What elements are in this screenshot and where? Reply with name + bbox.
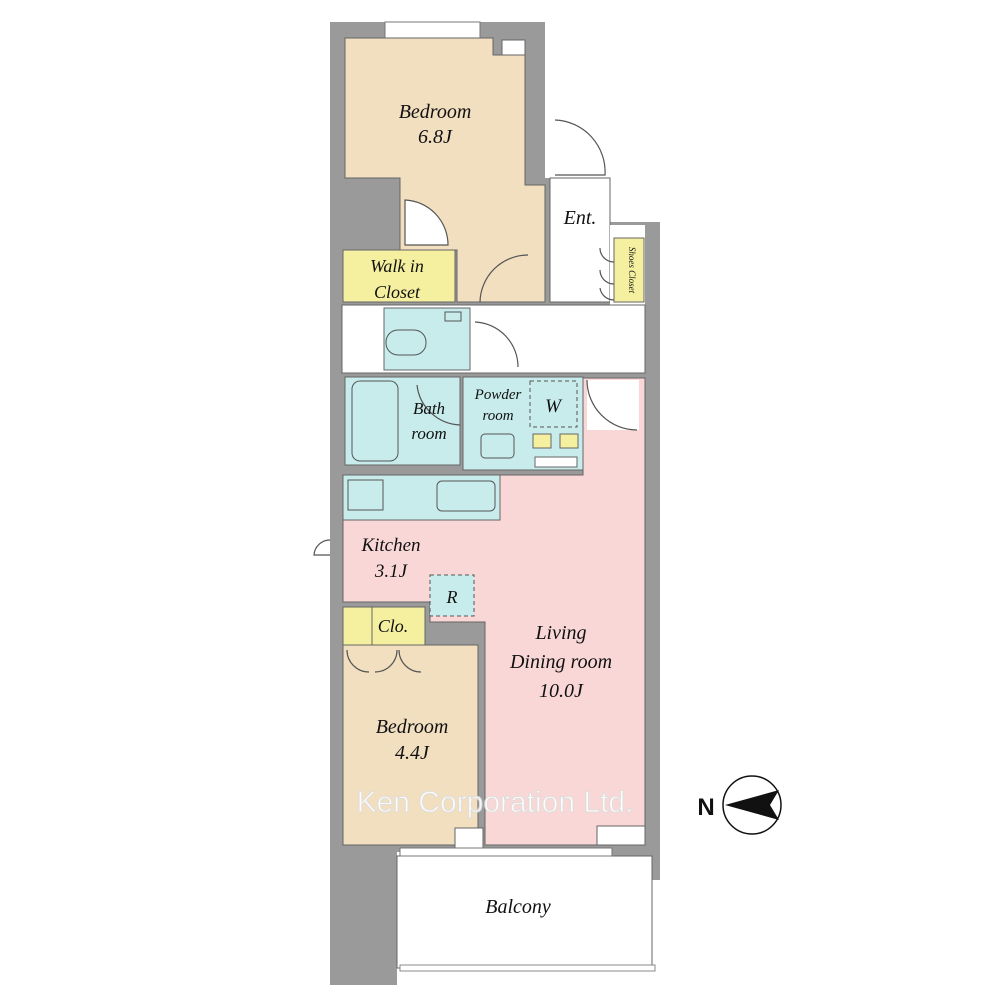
shoes-closet-area	[613, 237, 645, 303]
walk-in-closet-label-2: Closet	[374, 282, 421, 302]
bedroom-2-area	[342, 644, 479, 846]
walk-in-closet-area	[342, 249, 456, 303]
kitchen-label: Kitchen	[360, 535, 420, 556]
sink-icon	[480, 433, 515, 459]
kitchen-counter	[342, 474, 501, 521]
living-label-2: Dining room	[509, 651, 612, 673]
bath-label-2: room	[411, 424, 446, 443]
shoes-closet-label: Shoes Closet	[627, 247, 637, 294]
bedroom-1-size: 6.8J	[418, 126, 453, 148]
toilet-tank-icon	[444, 311, 462, 322]
door-landing	[587, 380, 639, 430]
closet-label: Clo.	[378, 616, 409, 636]
walk-in-closet-label-1: Walk in	[370, 256, 424, 276]
stove-icon	[347, 479, 384, 511]
shelf	[534, 456, 578, 468]
bedroom-1-label: Bedroom	[399, 101, 472, 123]
north-arrow-icon: N	[697, 775, 782, 835]
refrigerator-label: R	[446, 587, 458, 607]
storage-shelf	[532, 433, 552, 449]
watermark: Ken Corporation Ltd.	[357, 786, 634, 819]
balcony-label: Balcony	[485, 896, 551, 918]
powder-label-2: room	[482, 408, 513, 424]
living-size: 10.0J	[539, 680, 584, 702]
refrigerator-space	[429, 574, 475, 617]
entrance-area	[549, 177, 611, 303]
door-swings	[313, 119, 638, 673]
powder-room-area	[462, 376, 584, 471]
toilet-icon	[385, 329, 427, 356]
living-label-1: Living	[534, 622, 586, 644]
window-top	[384, 21, 481, 39]
powder-label-1: Powder	[474, 387, 522, 403]
balcony-railing	[399, 964, 656, 972]
washer-space	[529, 380, 578, 428]
kitchen-sink-icon	[436, 480, 496, 512]
washer-label: W	[545, 396, 563, 417]
bedroom-1-area	[344, 37, 546, 303]
entrance-label: Ent.	[563, 207, 597, 229]
pillar	[596, 825, 646, 846]
balcony-area	[396, 855, 653, 969]
closet-area	[342, 606, 426, 646]
bathtub-icon	[351, 380, 399, 462]
pillar	[454, 827, 484, 849]
kitchen-size: 3.1J	[374, 561, 409, 582]
bedroom-2-label: Bedroom	[376, 716, 449, 738]
balcony-window	[399, 847, 613, 857]
pillar-notch	[501, 39, 526, 56]
bath-label-1: Bath	[413, 399, 445, 418]
bedroom-2-size: 4.4J	[395, 742, 430, 764]
storage-shelf	[559, 433, 579, 449]
north-label: N	[697, 794, 714, 821]
